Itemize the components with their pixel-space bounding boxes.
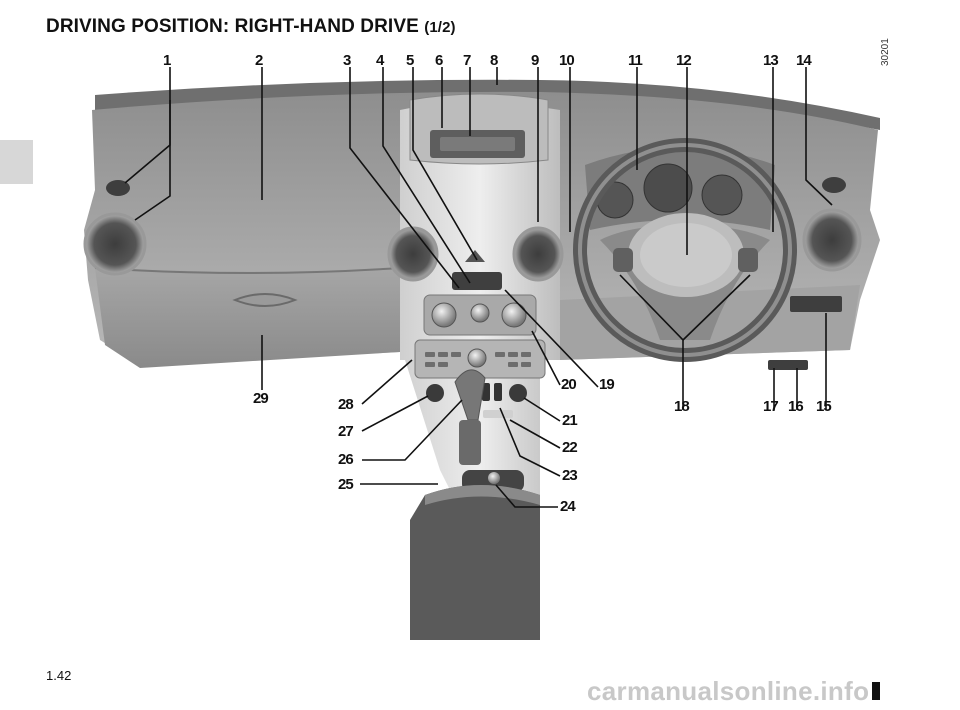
callout-20: 20 bbox=[561, 376, 577, 393]
page-title: DRIVING POSITION: RIGHT-HAND DRIVE (1/2) bbox=[46, 16, 456, 38]
callout-27: 27 bbox=[338, 423, 354, 440]
page-number: 1.42 bbox=[46, 668, 72, 683]
callout-24: 24 bbox=[560, 498, 576, 515]
callout-5: 5 bbox=[406, 52, 414, 69]
section-end-marker bbox=[872, 682, 880, 700]
figure-reference-code: 30201 bbox=[880, 38, 891, 66]
callout-17: 17 bbox=[763, 398, 779, 415]
callout-3: 3 bbox=[343, 52, 351, 69]
watermark: carmanualsonline.info bbox=[587, 676, 870, 706]
callout-8: 8 bbox=[490, 52, 498, 69]
callout-29: 29 bbox=[253, 390, 269, 407]
callout-15: 15 bbox=[816, 398, 832, 415]
callout-6: 6 bbox=[435, 52, 443, 69]
callout-16: 16 bbox=[788, 398, 804, 415]
callout-19: 19 bbox=[599, 376, 615, 393]
callout-25: 25 bbox=[338, 476, 354, 493]
callout-4: 4 bbox=[376, 52, 384, 69]
callout-2: 2 bbox=[255, 52, 263, 69]
page-title-suffix: (1/2) bbox=[424, 19, 456, 36]
callout-23: 23 bbox=[562, 467, 578, 484]
callout-7: 7 bbox=[463, 52, 471, 69]
callout-22: 22 bbox=[562, 439, 578, 456]
callout-13: 13 bbox=[763, 52, 779, 69]
callout-14: 14 bbox=[796, 52, 812, 69]
chapter-tab bbox=[0, 140, 33, 184]
callout-21: 21 bbox=[562, 412, 578, 429]
callout-1: 1 bbox=[163, 52, 171, 69]
callout-10: 10 bbox=[559, 52, 575, 69]
callout-26: 26 bbox=[338, 451, 354, 468]
callout-12: 12 bbox=[676, 52, 692, 69]
callout-11: 11 bbox=[628, 52, 643, 69]
callout-9: 9 bbox=[531, 52, 539, 69]
page-title-text: DRIVING POSITION: RIGHT-HAND DRIVE bbox=[46, 16, 419, 37]
callout-28: 28 bbox=[338, 396, 354, 413]
callout-18: 18 bbox=[674, 398, 690, 415]
